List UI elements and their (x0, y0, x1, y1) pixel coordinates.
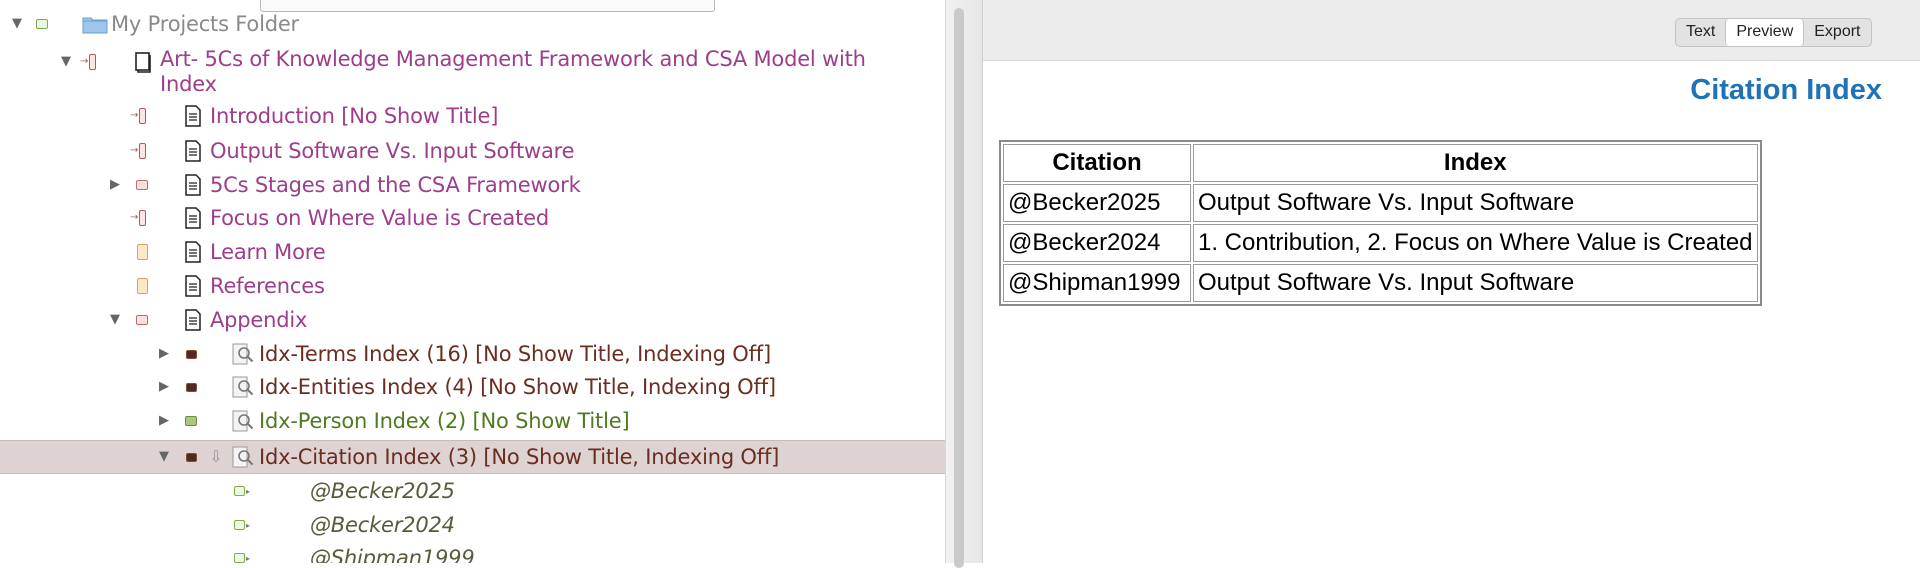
table-row: @Becker2024 1. Contribution, 2. Focus on… (1003, 224, 1758, 262)
status-label-icon (130, 210, 146, 226)
index-cell: 1. Contribution, 2. Focus on Where Value… (1193, 224, 1758, 262)
binder-item-references[interactable]: References (0, 269, 945, 303)
binder-item-label: Appendix (210, 308, 308, 332)
search-collection-icon (232, 343, 254, 365)
status-label-icon (134, 177, 150, 193)
view-mode-segmented-control[interactable]: Text Preview Export (1675, 18, 1872, 47)
binder-item-citation[interactable]: @Becker2025 (0, 474, 945, 508)
folder-icon (82, 17, 108, 34)
binder-item-label: Focus on Where Value is Created (210, 206, 549, 230)
binder-item-citation[interactable]: @Becker2024 (0, 508, 945, 542)
status-label-icon (234, 517, 250, 533)
binder-item-focus-value[interactable]: Focus on Where Value is Created (0, 201, 945, 235)
binder-item-output-software[interactable]: Output Software Vs. Input Software (0, 134, 945, 168)
export-mode-button[interactable]: Export (1814, 23, 1861, 40)
binder-item-label-continued: Index (160, 72, 217, 96)
disclosure-triangle-collapsed-icon[interactable]: ▶ (159, 346, 169, 361)
status-label-icon (134, 312, 150, 328)
binder-item-label: Output Software Vs. Input Software (210, 139, 575, 163)
status-label-icon (130, 108, 146, 124)
binder-item-label: @Becker2024 (310, 513, 455, 537)
document-icon (185, 174, 201, 196)
binder-item-idx-entities[interactable]: ▶ Idx-Entities Index (4) [No Show Title,… (0, 370, 945, 404)
book-icon (135, 52, 151, 73)
binder-item-label: References (210, 274, 325, 298)
vertical-scrollbar[interactable] (954, 8, 964, 568)
document-icon (185, 275, 201, 297)
binder-item-appendix[interactable]: ▼ Appendix (0, 303, 945, 337)
binder-item-label: @Becker2025 (310, 479, 455, 503)
status-label-icon (130, 143, 146, 159)
binder-item-label: @Shipman1999 (310, 546, 475, 563)
pane-splitter[interactable] (945, 0, 983, 568)
binder-pane[interactable]: ▼ My Projects Folder ▼ Art- 5Cs of Knowl… (0, 0, 945, 563)
disclosure-triangle-collapsed-icon[interactable]: ▶ (159, 379, 169, 394)
binder-item-learn-more[interactable]: Learn More (0, 235, 945, 269)
disclosure-triangle-expanded-icon[interactable]: ▼ (159, 449, 169, 464)
binder-item-label: My Projects Folder (111, 12, 299, 36)
binder-item-label: Introduction [No Show Title] (210, 104, 499, 128)
disclosure-triangle-collapsed-icon[interactable]: ▶ (159, 413, 169, 428)
disclosure-triangle-expanded-icon[interactable]: ▼ (110, 312, 120, 327)
binder-item-5cs-stages[interactable]: ▶ 5Cs Stages and the CSA Framework (0, 168, 945, 202)
binder-item-label: Idx-Entities Index (4) [No Show Title, I… (259, 375, 776, 399)
table-header-row: Citation Index (1003, 144, 1758, 182)
binder-item-article[interactable]: ▼ Art- 5Cs of Knowledge Management Frame… (0, 44, 945, 96)
document-icon (185, 309, 201, 331)
preview-pane: Text Preview Export Citation Index Citat… (983, 0, 1920, 563)
binder-item-introduction[interactable]: Introduction [No Show Title] (0, 99, 945, 133)
search-collection-icon (232, 410, 254, 432)
status-label-icon (134, 244, 150, 260)
document-icon (185, 207, 201, 229)
status-label-icon (34, 16, 50, 32)
binder-item-label: Idx-Terms Index (16) [No Show Title, Ind… (259, 342, 771, 366)
status-label-icon (183, 379, 199, 395)
binder-item-label: Learn More (210, 240, 326, 264)
binder-item-label: Idx-Citation Index (3) [No Show Title, I… (259, 445, 780, 469)
status-label-icon (234, 483, 250, 499)
column-header-citation: Citation (1003, 144, 1191, 182)
status-label-icon (183, 413, 199, 429)
disclosure-triangle-expanded-icon[interactable]: ▼ (61, 54, 71, 69)
table-row: @Shipman1999 Output Software Vs. Input S… (1003, 264, 1758, 302)
index-cell: Output Software Vs. Input Software (1193, 184, 1758, 222)
binder-item-label: 5Cs Stages and the CSA Framework (210, 173, 581, 197)
search-field[interactable] (260, 0, 715, 12)
binder-item-label: Art- 5Cs of Knowledge Management Framewo… (160, 47, 866, 71)
status-label-icon (80, 54, 96, 70)
document-icon (185, 105, 201, 127)
citation-cell: @Becker2025 (1003, 184, 1191, 222)
binder-item-idx-terms[interactable]: ▶ Idx-Terms Index (16) [No Show Title, I… (0, 337, 945, 371)
document-icon (185, 140, 201, 162)
disclosure-triangle-expanded-icon[interactable]: ▼ (12, 16, 22, 31)
status-label-icon (234, 550, 250, 563)
citation-cell: @Becker2024 (1003, 224, 1191, 262)
status-label-icon (134, 278, 150, 294)
binder-item-idx-citation[interactable]: ▼ ⇩ Idx-Citation Index (3) [No Show Titl… (0, 440, 945, 474)
disclosure-triangle-collapsed-icon[interactable]: ▶ (110, 177, 120, 192)
search-collection-icon (232, 376, 254, 398)
binder-item-idx-person[interactable]: ▶ Idx-Person Index (2) [No Show Title] (0, 404, 945, 438)
search-collection-icon (232, 446, 254, 468)
binder-item-label: Idx-Person Index (2) [No Show Title] (259, 409, 630, 433)
column-header-index: Index (1193, 144, 1758, 182)
table-row: @Becker2025 Output Software Vs. Input So… (1003, 184, 1758, 222)
index-cell: Output Software Vs. Input Software (1193, 264, 1758, 302)
preview-title: Citation Index (1690, 74, 1882, 106)
status-label-icon (183, 346, 199, 362)
binder-item-citation[interactable]: @Shipman1999 (0, 541, 945, 563)
preview-mode-button[interactable]: Preview (1725, 19, 1805, 46)
citation-cell: @Shipman1999 (1003, 264, 1191, 302)
arrow-down-icon: ⇩ (209, 447, 223, 466)
document-icon (185, 241, 201, 263)
preview-toolbar: Text Preview Export (983, 0, 1920, 61)
binder-item-my-projects-folder[interactable]: ▼ My Projects Folder (0, 7, 945, 41)
citation-index-table: Citation Index @Becker2025 Output Softwa… (999, 140, 1762, 306)
text-mode-button[interactable]: Text (1686, 23, 1716, 40)
status-label-icon (183, 449, 199, 465)
